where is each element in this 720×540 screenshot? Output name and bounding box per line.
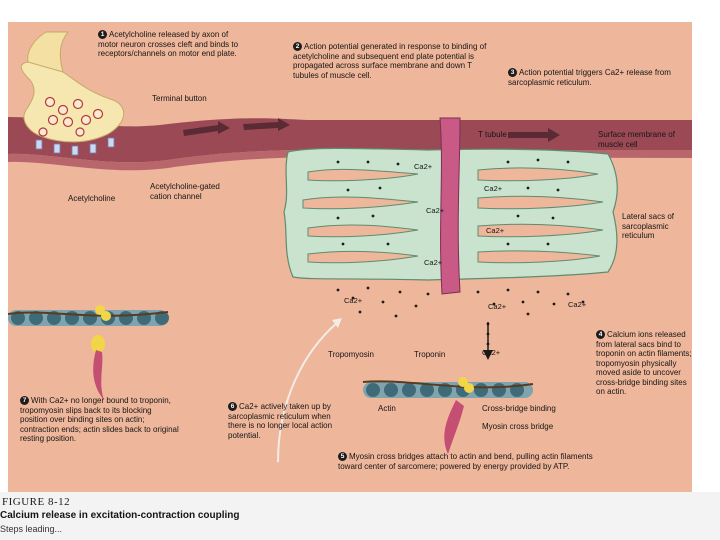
troponin-label: Troponin <box>414 350 445 360</box>
thin-filament-resting <box>8 305 169 400</box>
lateral-sacs-label: Lateral sacs of sarcoplasmic reticulum <box>622 212 692 241</box>
ca-label: Ca2+ <box>344 296 362 305</box>
ca-label: Ca2+ <box>424 258 442 267</box>
ca-reuptake-arrow <box>278 322 338 462</box>
acetylcholine-label: Acetylcholine <box>68 194 115 204</box>
thin-filament-active <box>363 377 533 454</box>
ach-channel-label: Acetylcholine-gated cation channel <box>150 182 240 201</box>
tropomyosin-label: Tropomyosin <box>328 350 374 360</box>
terminal-button-shape <box>21 62 123 142</box>
ca-label: Ca2+ <box>488 302 506 311</box>
ca-label: Ca2+ <box>426 206 444 215</box>
figure-caption: FIGURE 8-12 Calcium release in excitatio… <box>0 492 720 540</box>
figure-title: Calcium release in excitation-contractio… <box>0 510 240 521</box>
ca-label: Ca2+ <box>484 184 502 193</box>
ca-label: Ca2+ <box>568 300 586 309</box>
actin-label: Actin <box>378 404 396 414</box>
figure-number: FIGURE 8-12 <box>2 496 70 508</box>
ca-label: Ca2+ <box>414 162 432 171</box>
terminal-button-label: Terminal button <box>152 94 207 104</box>
myosin-cross-bridge-label: Myosin cross bridge <box>482 422 553 432</box>
cross-bridge-binding-label: Cross-bridge binding <box>482 404 556 414</box>
surface-membrane-label: Surface membrane of muscle cell <box>598 130 688 149</box>
figure-caption-continuation: Steps leading... <box>0 524 62 534</box>
ca-label: Ca2+ <box>486 226 504 235</box>
t-tubule-label: T tubule <box>478 130 507 140</box>
ca-label: Ca2+ <box>482 348 500 357</box>
